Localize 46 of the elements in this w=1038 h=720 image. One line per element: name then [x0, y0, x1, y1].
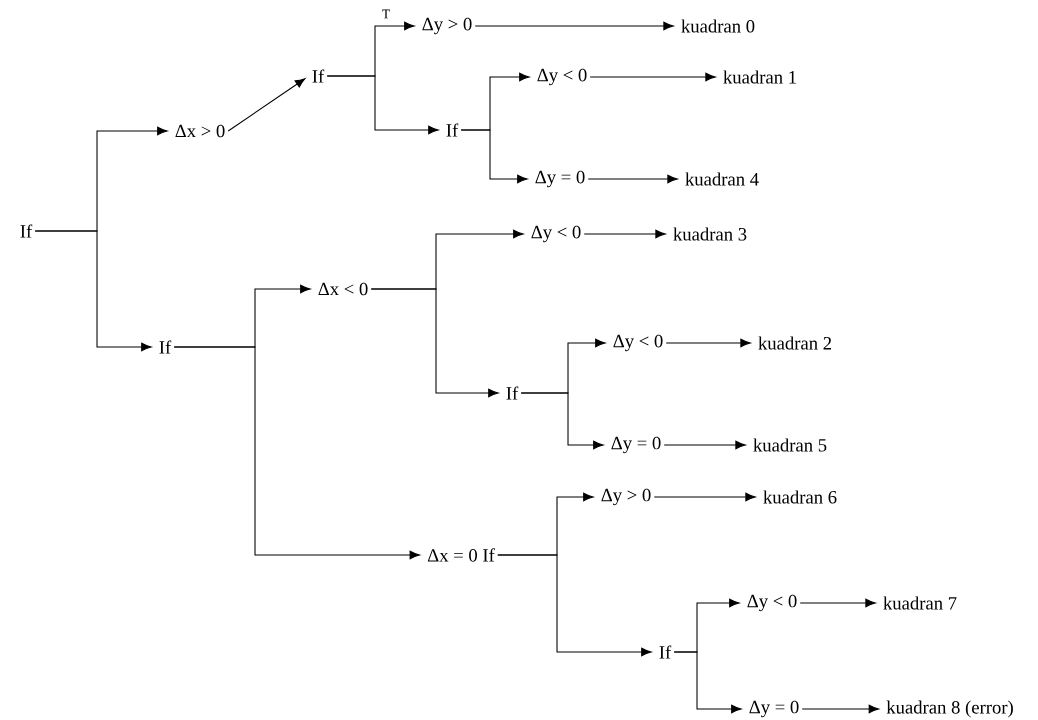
arrow — [326, 75, 439, 135]
condition-text: If — [159, 340, 172, 354]
condition-text: Δy = 0 — [611, 436, 661, 454]
arrow — [497, 554, 652, 657]
arrow — [370, 288, 499, 398]
condition-text: Δy > 0 — [422, 17, 472, 35]
arrow — [587, 174, 678, 184]
arrow — [474, 21, 674, 31]
condition-text: Δy < 0 — [613, 334, 663, 352]
condition-text: If — [312, 69, 325, 83]
condition-text: Δy > 0 — [601, 488, 651, 506]
arrow — [799, 598, 876, 608]
condition-text: Δy < 0 — [537, 68, 587, 86]
arrow — [520, 392, 604, 450]
arrow — [460, 129, 528, 184]
arrow — [227, 78, 306, 132]
condition-text: If — [506, 386, 519, 400]
condition-text: Δy = 0 — [535, 170, 585, 188]
condition-text: If — [446, 123, 459, 137]
arrow — [673, 651, 742, 714]
condition-text: Δy = 0 — [749, 700, 799, 718]
condition-text: If — [659, 645, 672, 659]
edge-label: T — [382, 9, 390, 19]
arrow — [583, 229, 666, 239]
condition-text: kuadran 5 — [753, 438, 827, 452]
arrow — [34, 230, 152, 352]
arrow — [653, 492, 756, 502]
arrow — [801, 704, 880, 714]
condition-text: Δx > 0 — [175, 124, 225, 138]
arrow — [665, 338, 751, 348]
condition-text: If — [20, 224, 33, 238]
condition-text: Δx < 0 — [318, 282, 368, 296]
condition-text: kuadran 1 — [723, 70, 796, 84]
arrow — [663, 440, 746, 450]
condition-text: kuadran 0 — [681, 19, 755, 33]
condition-text: kuadran 6 — [763, 490, 837, 504]
arrow — [589, 72, 716, 82]
condition-text: Δy < 0 — [747, 594, 797, 612]
condition-text: kuadran 2 — [758, 336, 832, 350]
condition-text: Δy < 0 — [531, 225, 581, 243]
condition-text: kuadran 8 (error) — [886, 700, 1013, 718]
condition-text: kuadran 4 — [685, 172, 759, 186]
condition-text: kuadran 3 — [673, 227, 747, 241]
condition-text: kuadran 7 — [883, 596, 957, 610]
condition-text: Δx = 0 If — [427, 548, 495, 562]
arrow — [173, 346, 420, 560]
